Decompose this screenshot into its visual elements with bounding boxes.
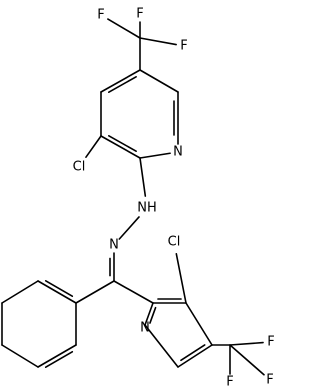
- bond-p1-p2: [1, 280, 39, 304]
- atom-F6: F: [266, 373, 273, 388]
- bond-a4-NH: [139, 157, 147, 197]
- atom-NH: NH: [137, 201, 157, 216]
- bond-cc-b1: [113, 280, 154, 304]
- bond-a3-a4: [100, 135, 141, 159]
- svg-text:N: N: [140, 321, 150, 336]
- svg-text:N: N: [173, 145, 183, 160]
- atom-Cl2: Cl: [168, 235, 181, 250]
- bond-b3-Cl2: [175, 252, 187, 304]
- atom-F1: F: [97, 8, 104, 23]
- bond-cf3b-F6: [229, 344, 265, 376]
- bond-a6-a1: [139, 69, 179, 93]
- bonds-group: [1, 18, 265, 376]
- bond-p4-p5-inner: [44, 350, 74, 368]
- svg-text:F: F: [226, 375, 233, 390]
- bond-NH-N2: [118, 216, 140, 240]
- svg-text:F: F: [267, 335, 274, 350]
- svg-text:F: F: [180, 39, 187, 54]
- chemical-structure: F F F Cl N NH N Cl N F F F: [1, 7, 275, 390]
- bond-p4-p5: [37, 344, 77, 368]
- bond-ph1-p1-inner: [44, 280, 74, 298]
- bond-a3-Cl1: [85, 135, 102, 159]
- bond-b4-b3: [185, 302, 213, 346]
- atom-Cl1: Cl: [73, 160, 86, 175]
- bond-cc-ph1: [75, 280, 115, 304]
- atom-F3: F: [180, 39, 187, 54]
- svg-text:F: F: [266, 373, 273, 388]
- svg-text:F: F: [97, 8, 104, 23]
- bond-p3-p4: [1, 344, 39, 368]
- bond-b1-b2: [144, 302, 154, 326]
- bond-b5-b4: [177, 344, 213, 368]
- svg-text:F: F: [136, 7, 143, 22]
- atom-labels-group: F F F Cl N NH N Cl N F F F: [73, 7, 275, 390]
- bond-cf3a-F3: [139, 37, 177, 46]
- atom-F4: F: [267, 335, 274, 350]
- svg-text:Cl: Cl: [168, 235, 181, 250]
- atom-N1: N: [173, 145, 183, 160]
- svg-text:N: N: [109, 238, 119, 253]
- bond-a4-N1: [139, 152, 171, 159]
- bond-cf3a-F1: [107, 18, 141, 39]
- bond-b2-b5: [144, 324, 179, 368]
- svg-text:Cl: Cl: [73, 160, 86, 175]
- bond-cf3b-F4: [229, 341, 264, 346]
- atom-F2: F: [136, 7, 143, 22]
- bond-a1-a2: [100, 69, 141, 93]
- bond-a1-a2-inner: [108, 75, 137, 93]
- bond-ph1-p1: [37, 280, 77, 304]
- atom-N3: N: [140, 321, 150, 336]
- bond-b5-b4-inner: [180, 344, 206, 362]
- atom-N2: N: [109, 238, 119, 253]
- bond-a3-a4-inner: [108, 135, 137, 153]
- svg-text:NH: NH: [137, 201, 157, 216]
- bond-b1-b2-inner: [149, 306, 157, 324]
- atom-F5: F: [226, 375, 233, 390]
